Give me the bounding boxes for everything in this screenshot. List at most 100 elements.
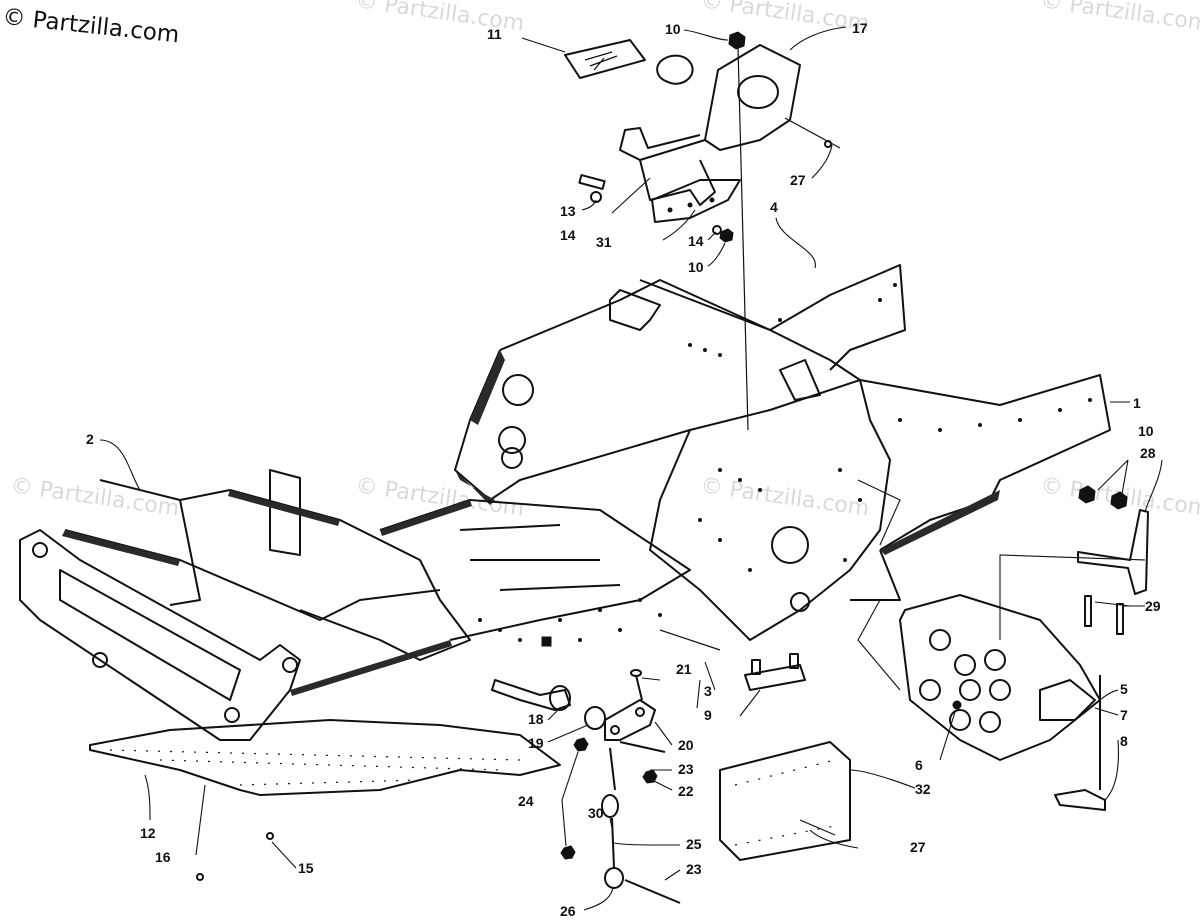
front-frame-hole <box>224 707 240 723</box>
callout-27-bottom: 27 <box>910 839 926 855</box>
callout-24: 24 <box>518 793 534 809</box>
mount-plate-shape <box>899 594 1101 761</box>
shaft-lower <box>611 817 615 869</box>
mount-9 <box>744 664 806 691</box>
bolt-23-lower <box>624 879 681 904</box>
callout-23-lower: 23 <box>686 861 702 877</box>
mount-hole <box>949 709 971 731</box>
front-crossmember <box>169 499 201 606</box>
mount-hole <box>989 679 1011 701</box>
shaft-25 <box>609 747 616 791</box>
callout-25: 25 <box>686 836 702 852</box>
front-frame-2 <box>19 469 691 741</box>
callout-5: 5 <box>1120 681 1128 697</box>
misc-fasteners <box>196 629 806 881</box>
chassis-frame-1 <box>454 264 1111 641</box>
belly-pan-rivet-row <box>159 759 501 771</box>
chassis-side-hole <box>498 426 526 454</box>
chassis-side-hole <box>501 447 523 469</box>
callout-7: 7 <box>1120 707 1128 723</box>
shade <box>455 470 495 505</box>
belly-pan-rivet-row <box>239 779 421 786</box>
callout-6: 6 <box>915 757 923 773</box>
rod-3 <box>659 629 721 651</box>
bolt-21-head <box>630 669 642 677</box>
plate-32 <box>719 741 851 861</box>
link-20 <box>604 699 656 741</box>
bolt-23-upper <box>619 741 666 753</box>
callout-27-top: 27 <box>790 172 806 188</box>
front-upper-bar <box>99 479 471 661</box>
shock-18 <box>491 679 571 711</box>
front-pan-marker <box>541 636 552 647</box>
shade <box>880 490 1000 555</box>
callout-9: 9 <box>704 707 712 723</box>
shade <box>380 500 472 536</box>
link-20-hole <box>635 707 645 717</box>
mount-hole <box>954 654 976 676</box>
callout-29: 29 <box>1145 598 1161 614</box>
callout-14-left: 14 <box>560 227 576 243</box>
callout-21: 21 <box>676 661 692 677</box>
plate-11-detail <box>584 51 618 71</box>
chassis-side-hole <box>502 374 534 406</box>
leader-lines <box>99 26 1163 911</box>
front-frame-hole <box>32 542 48 558</box>
callout-23-upper: 23 <box>678 761 694 777</box>
chassis-top-bracket <box>779 359 821 401</box>
bolt-29-b <box>1116 603 1124 635</box>
fastener-6 <box>952 700 962 710</box>
nut-10-right-b <box>1110 491 1128 510</box>
callout-20: 20 <box>678 737 694 753</box>
front-mid-bar <box>64 529 441 621</box>
callout-32: 32 <box>915 781 931 797</box>
shock-18-end <box>549 685 571 711</box>
washer-14-right <box>712 225 722 235</box>
callout-14-right: 14 <box>688 233 704 249</box>
bulkhead-hole <box>771 526 809 564</box>
callout-13: 13 <box>560 203 576 219</box>
plate-11-shape <box>564 39 646 79</box>
plate-32-rivets <box>734 759 841 846</box>
belly-pan-rivet-row <box>109 749 521 761</box>
callout-10-mid: 10 <box>688 259 704 275</box>
bolt-29-a <box>1084 595 1092 627</box>
front-mount-plate <box>899 594 1106 811</box>
nut-10-mid <box>719 228 734 243</box>
belly-pan-shape <box>89 719 561 796</box>
callout-2: 2 <box>86 431 94 447</box>
callout-11: 11 <box>487 26 502 42</box>
nut-10-top <box>728 31 746 50</box>
plate-32-shape <box>719 741 851 861</box>
chassis-right-wing <box>859 374 1111 551</box>
nut-24-lower <box>560 845 576 860</box>
bracket-arm <box>619 127 706 161</box>
chassis-top-bracket <box>609 289 661 331</box>
nut-10-right-a <box>1078 485 1096 504</box>
callout-31: 31 <box>596 234 612 250</box>
mount-9-stud <box>789 653 799 669</box>
chassis-rear-top <box>499 264 906 371</box>
front-post <box>269 469 301 556</box>
mount-hole <box>959 679 981 701</box>
handle-28 <box>1077 509 1149 595</box>
bolt-13-shape <box>578 174 606 190</box>
shade <box>290 640 452 696</box>
callout-10-top: 10 <box>665 21 681 37</box>
chassis-side-wall <box>454 349 691 501</box>
front-tunnel-slots <box>459 524 621 591</box>
shade <box>62 530 180 566</box>
washer-14-left <box>590 191 602 203</box>
front-pan-rivets <box>478 598 662 642</box>
cable-27-lower <box>799 819 836 836</box>
gasket-shape <box>656 54 694 85</box>
shock-linkage-parts <box>491 669 681 904</box>
bracket-17-hole <box>737 75 779 109</box>
shade <box>228 490 340 526</box>
callout-30: 30 <box>588 805 604 821</box>
cable-27-top-end <box>824 140 832 148</box>
callout-1: 1 <box>1133 395 1141 411</box>
bolt-21 <box>635 674 643 701</box>
front-frame-outer <box>19 529 301 741</box>
mount-hole <box>929 629 951 651</box>
